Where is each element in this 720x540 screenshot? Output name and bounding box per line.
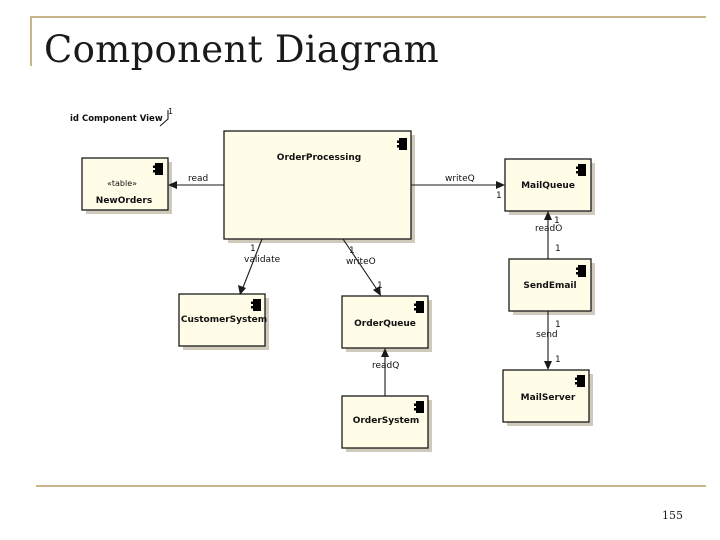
frame-label-corner bbox=[159, 110, 169, 127]
edge-label: readQ bbox=[372, 361, 399, 371]
multiplicity-label: 1 bbox=[555, 320, 561, 330]
component-customer-system: CustomerSystem bbox=[178, 293, 269, 350]
multiplicity-label: 1 bbox=[496, 191, 502, 201]
component-order-queue: OrderQueue bbox=[341, 295, 432, 352]
edge-label: validate bbox=[244, 255, 281, 265]
frame-multiplicity: 1 bbox=[168, 107, 173, 116]
component-label: CustomerSystem bbox=[181, 315, 267, 325]
slide-title: Component Diagram bbox=[44, 28, 439, 71]
component-label: OrderSystem bbox=[353, 416, 420, 426]
component-label: SendEmail bbox=[523, 281, 576, 291]
bottom-rule bbox=[36, 485, 706, 487]
component-label: MailQueue bbox=[521, 181, 575, 191]
edge-readO: readO 1 1 bbox=[535, 211, 562, 259]
component-order-system: OrderSystem bbox=[341, 395, 432, 452]
edge-label: read bbox=[188, 174, 208, 184]
edge-label: send bbox=[536, 330, 558, 340]
component-label: OrderProcessing bbox=[277, 153, 361, 163]
multiplicity-label: 1 bbox=[377, 281, 383, 291]
component-new-orders: «table» NewOrders bbox=[81, 157, 172, 214]
multiplicity-label: 1 bbox=[250, 244, 256, 254]
stereotype-label: «table» bbox=[107, 179, 137, 188]
component-label: MailServer bbox=[521, 393, 576, 403]
component-order-processing: OrderProcessing bbox=[223, 130, 415, 243]
edge-validate: validate 1 bbox=[238, 238, 281, 295]
edge-readQ: readQ bbox=[372, 348, 399, 396]
frame-label: id Component View bbox=[70, 114, 163, 124]
edge-label: writeQ bbox=[445, 174, 475, 184]
component-label: NewOrders bbox=[96, 196, 152, 206]
component-send-email: SendEmail bbox=[508, 258, 595, 315]
multiplicity-label: 1 bbox=[555, 355, 561, 365]
top-rule bbox=[30, 16, 706, 18]
edge-label: readO bbox=[535, 224, 562, 234]
edge-send: send 1 1 bbox=[536, 311, 561, 370]
edge-read: read bbox=[168, 174, 224, 189]
component-mail-queue: MailQueue bbox=[504, 158, 595, 215]
left-rule bbox=[30, 16, 32, 66]
multiplicity-label: 1 bbox=[554, 216, 560, 226]
multiplicity-label: 1 bbox=[555, 244, 561, 254]
edge-writeQ: writeQ 1 bbox=[411, 174, 505, 201]
component-label: OrderQueue bbox=[354, 319, 416, 329]
component-mail-server: MailServer bbox=[502, 369, 593, 426]
edge-label: writeO bbox=[346, 257, 376, 267]
edge-writeO: writeO 1 1 bbox=[342, 238, 383, 296]
multiplicity-label: 1 bbox=[349, 246, 355, 256]
page-number: 155 bbox=[662, 509, 683, 522]
